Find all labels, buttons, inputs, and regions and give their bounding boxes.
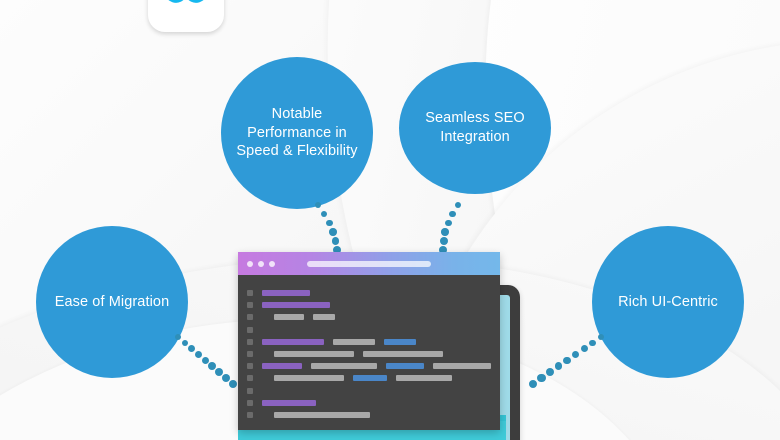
connector-dot <box>331 237 340 245</box>
code-line <box>238 397 500 409</box>
bubble-label: Rich UI-Centric <box>618 293 718 310</box>
code-line <box>238 348 500 360</box>
code-token-purple <box>262 290 310 297</box>
window-controls[interactable] <box>247 260 275 267</box>
connector-dot <box>201 356 210 365</box>
connector-dot <box>215 368 224 377</box>
code-token-purple <box>262 399 316 406</box>
connector-dot <box>441 228 449 236</box>
connector-dot <box>174 333 182 341</box>
code-token-gray <box>274 375 344 382</box>
code-line <box>238 324 500 336</box>
line-number-marker <box>247 411 253 418</box>
code-token-blue <box>353 375 387 382</box>
code-tokens <box>262 302 330 309</box>
connector-dot <box>563 356 571 365</box>
connector-dot <box>320 210 328 218</box>
code-line <box>238 409 500 421</box>
code-token-purple <box>262 302 330 309</box>
line-number-marker <box>247 326 253 333</box>
bubble-ease-of-migration[interactable]: Ease of Migration <box>36 226 188 378</box>
code-token-gray <box>311 363 377 370</box>
connector-dot <box>329 228 337 236</box>
connector-dot <box>315 202 321 208</box>
connector-dot <box>580 345 588 353</box>
code-token-gray <box>333 338 375 345</box>
code-line <box>238 360 500 372</box>
connector-dot <box>228 379 238 389</box>
code-editor-window[interactable] <box>238 252 500 430</box>
connector-dot <box>554 362 563 371</box>
window-maximize-dot-icon[interactable] <box>269 260 275 267</box>
line-number-marker <box>247 338 253 345</box>
logo-card <box>148 0 224 32</box>
line-number-marker <box>247 387 253 394</box>
code-tokens <box>262 363 491 370</box>
connector-dot <box>438 245 448 255</box>
connector-dot <box>332 245 342 255</box>
code-token-gray <box>396 375 452 382</box>
code-token-gray <box>274 351 354 358</box>
line-number-marker <box>247 290 253 297</box>
connector-dot <box>444 219 452 227</box>
code-tokens <box>262 338 416 345</box>
line-number-marker <box>247 302 253 309</box>
code-line <box>238 372 500 384</box>
line-number-marker <box>247 363 253 370</box>
code-token-gray <box>433 363 491 370</box>
code-token-purple <box>262 363 302 370</box>
bubble-notable-performance[interactable]: Notable Performance in Speed & Flexibili… <box>221 57 373 209</box>
bubble-rich-ui-centric[interactable]: Rich UI-Centric <box>592 226 744 378</box>
address-bar[interactable] <box>307 260 431 267</box>
connector-dot <box>455 202 461 208</box>
editor-code-area[interactable] <box>238 275 500 430</box>
line-number-marker <box>247 375 253 382</box>
connector-dot <box>449 210 456 218</box>
connector-dot <box>221 373 231 383</box>
connector-dot <box>589 339 596 347</box>
line-number-marker <box>247 351 253 358</box>
connector-dot <box>439 237 448 245</box>
connector-dot <box>528 379 538 389</box>
code-tokens <box>262 399 316 406</box>
code-line <box>238 311 500 323</box>
code-token-blue <box>384 338 416 345</box>
code-line <box>238 385 500 397</box>
code-token-purple <box>262 338 324 345</box>
code-token-gray <box>363 351 443 358</box>
connector-dot <box>545 368 555 377</box>
code-token-gray <box>274 411 370 418</box>
code-tokens <box>274 375 452 382</box>
line-number-marker <box>247 314 253 321</box>
bubble-label: Notable Performance in Speed & Flexibili… <box>236 106 358 160</box>
code-token-blue <box>386 363 424 370</box>
connector-dot <box>208 362 217 371</box>
connector-dot <box>188 345 196 353</box>
infinity-loop-icon <box>155 0 217 32</box>
code-line <box>238 287 500 299</box>
code-tokens <box>274 351 443 358</box>
bubble-seamless-seo[interactable]: Seamless SEO Integration <box>399 62 551 194</box>
code-line <box>238 299 500 311</box>
connector-dot <box>537 373 546 383</box>
connector-dot <box>194 350 203 359</box>
bubble-label: Ease of Migration <box>54 293 170 310</box>
line-number-marker <box>247 399 253 406</box>
code-token-gray <box>313 314 335 321</box>
bubble-label: Seamless SEO Integration <box>425 110 525 145</box>
code-tokens <box>274 411 370 418</box>
code-token-gray <box>274 314 304 321</box>
code-line <box>238 336 500 348</box>
window-close-dot-icon[interactable] <box>247 260 253 267</box>
connector-dot <box>571 350 580 359</box>
connector-dot <box>181 339 189 347</box>
code-tokens <box>274 314 335 321</box>
window-minimize-dot-icon[interactable] <box>258 260 264 267</box>
connector-dot <box>597 333 605 341</box>
connector-dot <box>325 219 333 227</box>
editor-titlebar[interactable] <box>238 252 500 275</box>
code-tokens <box>262 290 310 297</box>
